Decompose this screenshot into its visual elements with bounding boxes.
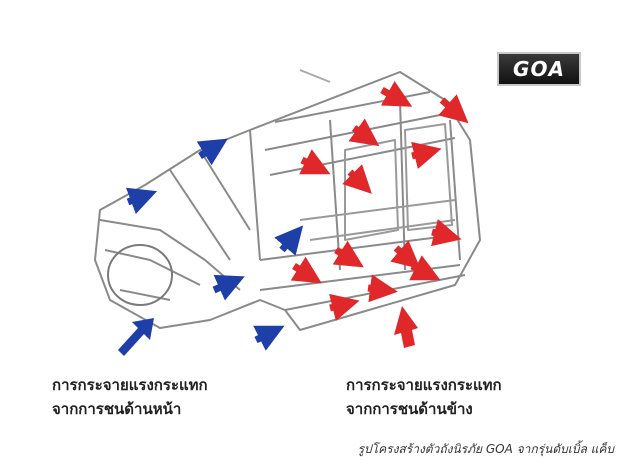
side-impact-arrow	[348, 118, 380, 147]
body-frame-diagram	[94, 69, 481, 356]
front-impact-arrow-large	[118, 318, 154, 356]
side-impact-arrow-large	[394, 306, 418, 348]
front-impact-arrow	[196, 138, 228, 166]
side-impact-arrow	[438, 94, 469, 124]
goa-logo-text: GOA	[513, 57, 565, 81]
front-impact-arrows	[118, 138, 304, 356]
front-impact-arrow	[274, 225, 304, 256]
front-impact-caption-line2: จากการชนด้านหน้า	[52, 400, 182, 418]
side-impact-arrow	[342, 164, 372, 194]
side-impact-arrow	[367, 274, 398, 303]
side-impact-caption-line2: จากการชนด้านข้าง	[346, 400, 473, 418]
side-impact-arrow	[299, 149, 331, 175]
side-impact-arrow	[411, 141, 442, 169]
figure-footnote: รูปโครงสร้างตัวถังนิรภัย GOA จากรุ่นดับเ…	[357, 442, 614, 456]
side-impact-arrow	[329, 293, 360, 321]
car-frame-illustration	[94, 69, 481, 331]
side-impact-arrow	[332, 240, 364, 268]
goa-logo: GOA	[497, 52, 581, 86]
side-impact-caption: การกระจายแรงกระแทก จากการชนด้านข้าง	[346, 373, 502, 421]
side-impact-arrow	[380, 80, 413, 107]
side-impact-arrow	[390, 240, 421, 270]
side-impact-arrow	[409, 255, 441, 281]
front-impact-arrow	[212, 274, 245, 301]
front-impact-caption-line1: การกระจายแรงกระแทก	[52, 376, 208, 394]
front-impact-arrow	[125, 187, 158, 215]
front-impact-caption: การกระจายแรงกระแทก จากการชนด้านหน้า	[52, 373, 208, 421]
side-impact-arrow	[290, 256, 322, 284]
side-impact-arrow	[431, 219, 462, 247]
side-impact-caption-line1: การกระจายแรงกระแทก	[346, 376, 502, 394]
front-impact-arrow	[253, 325, 285, 351]
side-impact-arrows	[290, 80, 469, 348]
